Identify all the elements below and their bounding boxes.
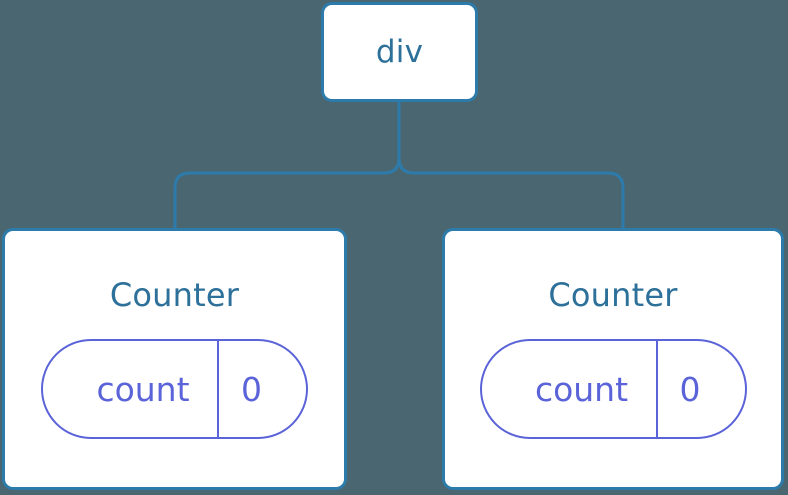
node-counter-right[interactable]: Counter count 0 xyxy=(442,228,784,490)
node-div-label: div xyxy=(375,33,424,70)
node-counter-left-title: Counter xyxy=(109,276,240,314)
state-key-count-right: count xyxy=(482,341,658,437)
state-value-count-right: 0 xyxy=(679,369,701,409)
state-pill-counter-left[interactable]: count 0 xyxy=(41,339,308,439)
node-div[interactable]: div xyxy=(321,2,478,102)
edge-root-to-counter-right xyxy=(397,157,625,229)
state-value-count-left: 0 xyxy=(241,369,262,409)
state-pill-counter-right[interactable]: count 0 xyxy=(479,339,747,439)
edge-root-to-counter-left xyxy=(173,157,401,229)
node-counter-right-title: Counter xyxy=(548,276,678,314)
state-key-count-left: count xyxy=(43,341,219,437)
node-counter-left[interactable]: Counter count 0 xyxy=(2,228,347,490)
